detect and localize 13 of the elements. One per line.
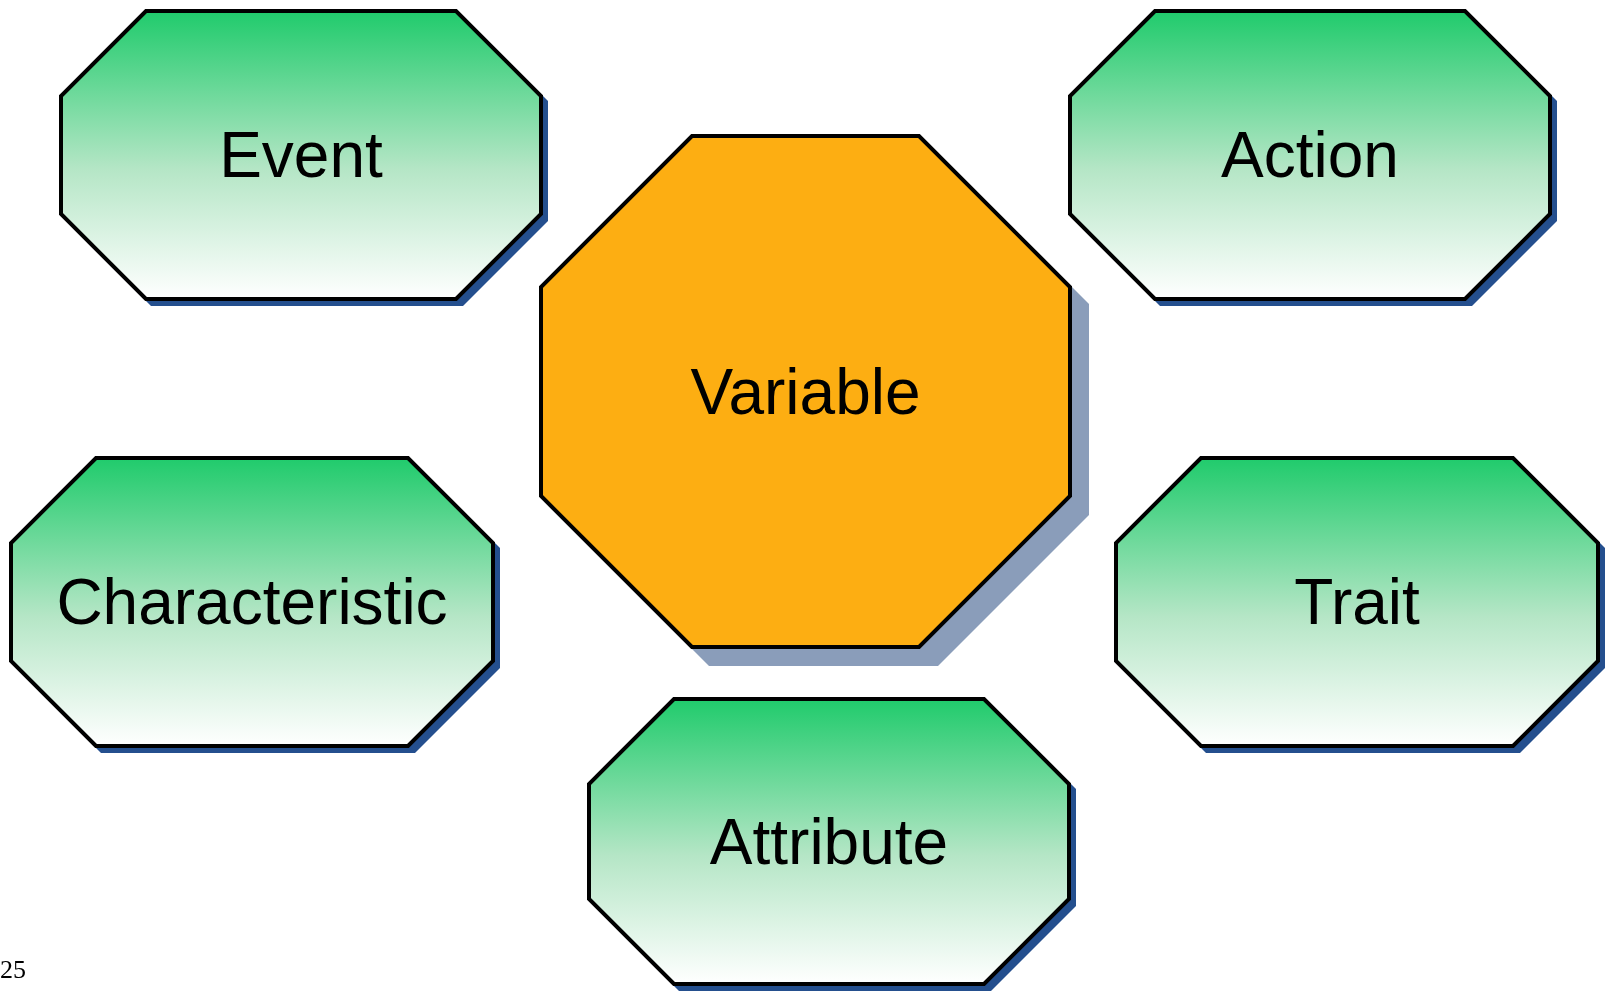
page-number: 25 [0, 955, 26, 985]
node-label: Variable [690, 354, 921, 429]
node-label: Characteristic [56, 565, 448, 639]
octagon-shape [10, 457, 500, 753]
octagon-shape [540, 135, 1089, 666]
octagon-shape [1069, 10, 1557, 306]
node-label: Trait [1294, 565, 1420, 639]
octagon-shape [1115, 457, 1605, 753]
node-label: Action [1221, 118, 1399, 192]
octagon-shape [588, 698, 1076, 991]
octagon-shape [60, 10, 548, 306]
node-label: Attribute [709, 804, 949, 879]
node-label: Event [219, 118, 383, 192]
